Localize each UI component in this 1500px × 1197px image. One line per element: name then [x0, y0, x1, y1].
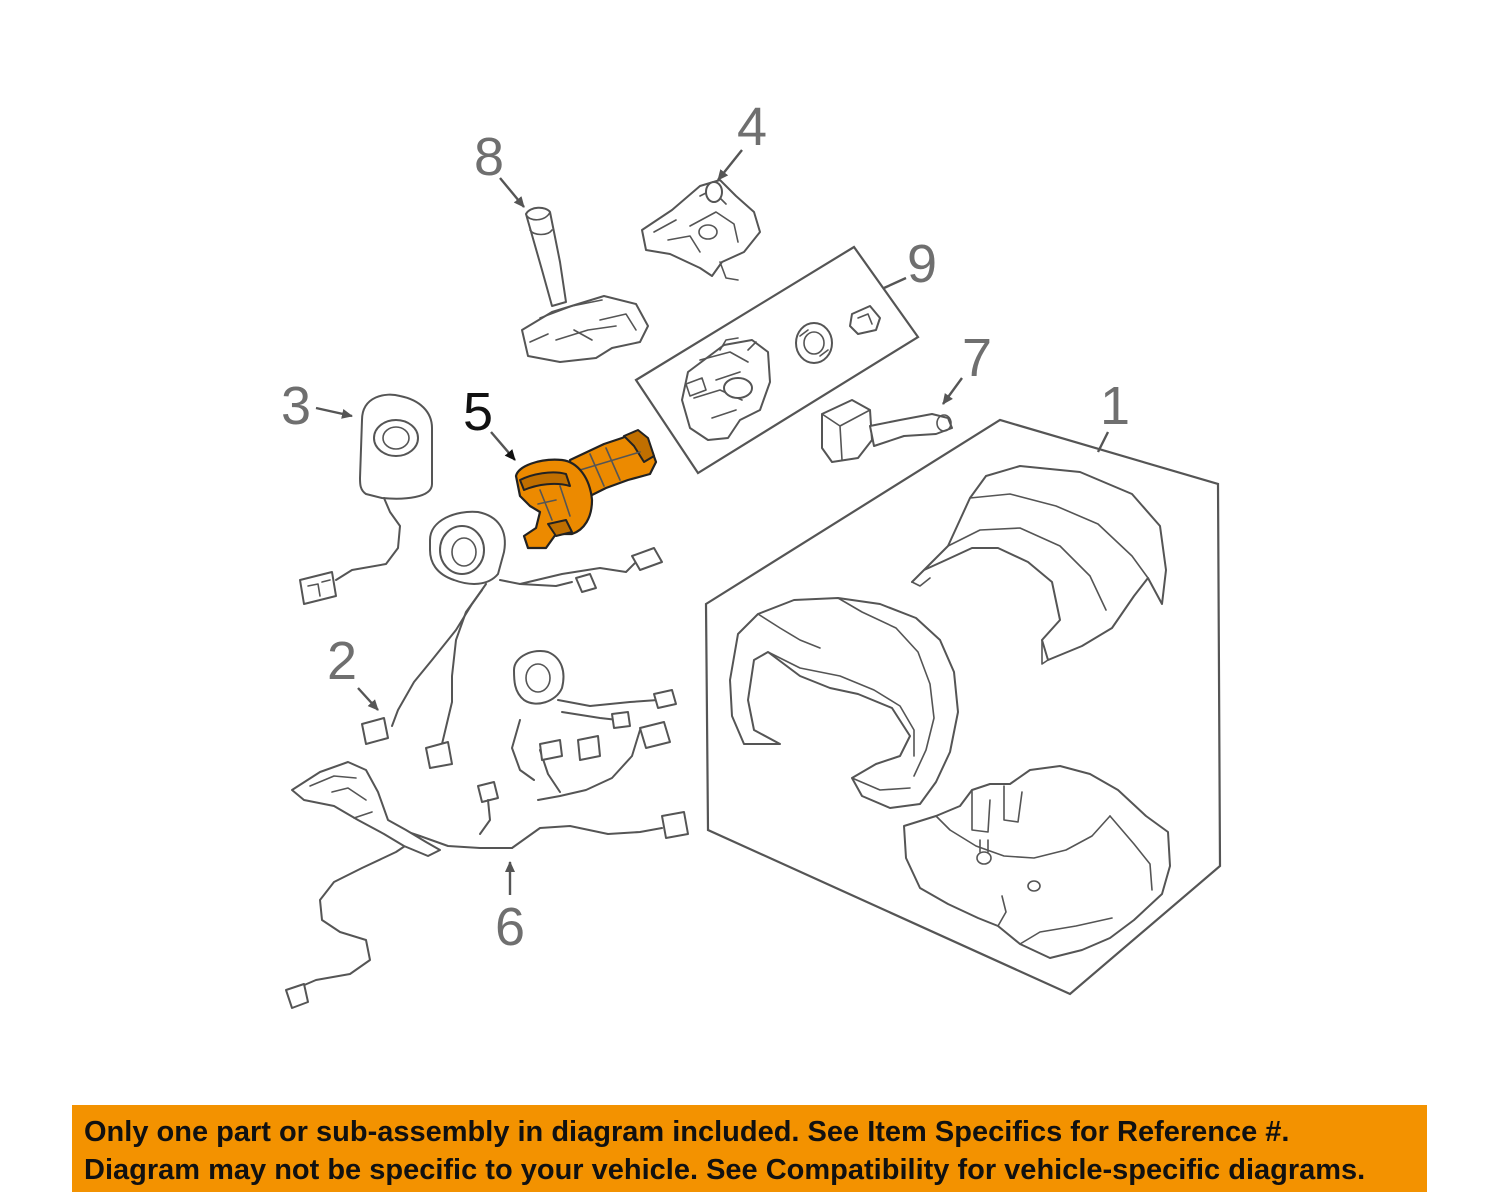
- callout-5: 5: [463, 382, 493, 442]
- part-3-module: [299, 393, 433, 605]
- part-2-clock-spring: [361, 510, 663, 769]
- part-4-ignition-switch: [641, 179, 761, 281]
- callout-7: 7: [962, 328, 992, 388]
- callout-2: 2: [327, 631, 357, 691]
- callout-4: 4: [737, 97, 767, 157]
- callout-3: 3: [281, 376, 311, 436]
- part-5-highlighted-housing: [514, 429, 658, 550]
- callout-1: 1: [1100, 376, 1130, 436]
- callout-6: 6: [495, 897, 525, 957]
- part-6-wiring-harness: [285, 650, 689, 1009]
- disclaimer-line-2: Diagram may not be specific to your vehi…: [84, 1154, 1366, 1186]
- callout-9: 9: [907, 234, 937, 294]
- disclaimer-banner: Only one part or sub-assembly in diagram…: [72, 1105, 1427, 1192]
- disclaimer-line-1: Only one part or sub-assembly in diagram…: [84, 1116, 1290, 1148]
- part-7-wiper-switch: [821, 399, 953, 463]
- part-8-turn-signal-switch: [521, 206, 649, 363]
- part-1-column-covers: [704, 418, 1222, 996]
- callout-8: 8: [474, 127, 504, 187]
- leader-lines: [315, 149, 1110, 895]
- part-9-lock-housing-kit: [634, 245, 920, 475]
